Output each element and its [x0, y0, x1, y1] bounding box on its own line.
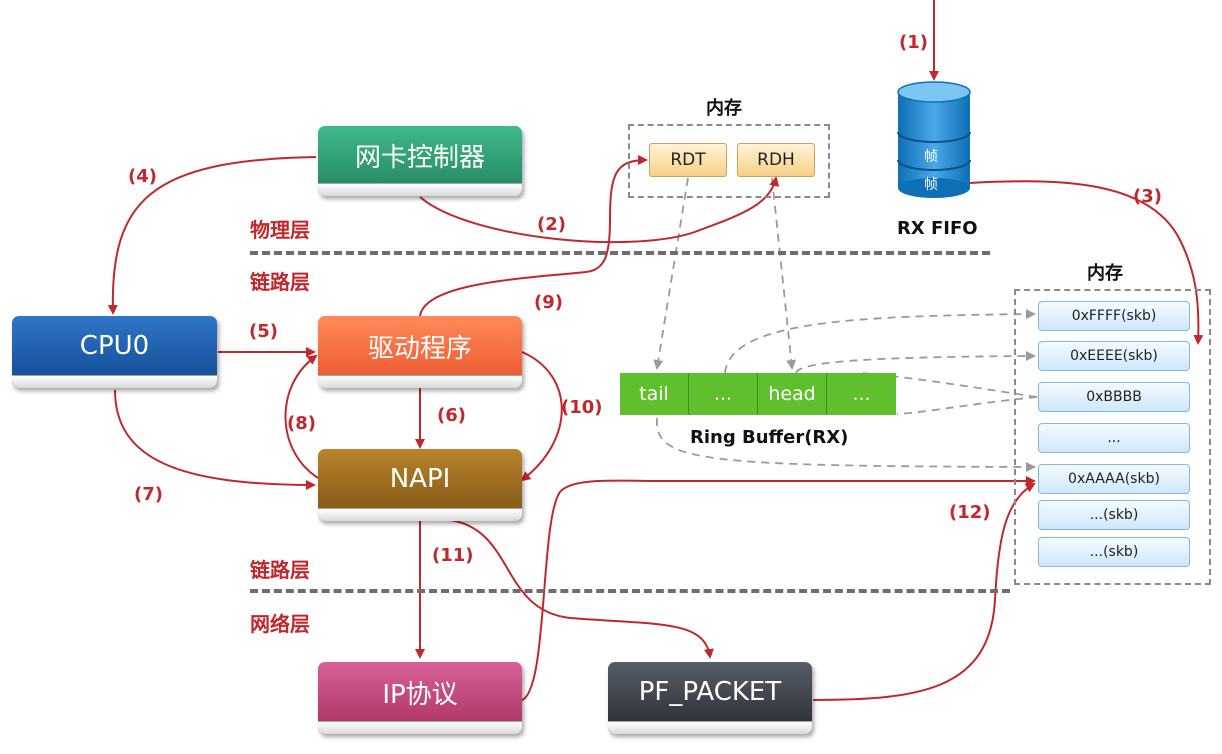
memory-slot-ffff: 0xFFFF(skb)	[1038, 301, 1190, 331]
driver-label: 驱动程序	[367, 333, 472, 364]
step-label-12: (12)	[949, 502, 991, 523]
ring-cell-gap-2: ...	[827, 373, 896, 415]
rx-fifo-label: RX FIFO	[897, 218, 978, 239]
arrow-step-10	[520, 351, 563, 482]
arrow-step-7	[114, 389, 316, 490]
memory-right-box	[1014, 289, 1211, 585]
layer-label-link-bottom: 链路层	[250, 558, 310, 582]
step-label-7: (7)	[134, 484, 163, 505]
pf-packet-node: PF_PACKET	[608, 662, 812, 734]
step-label-10: (10)	[561, 397, 603, 418]
fifo-frame-2: 帧	[924, 177, 938, 193]
step-label-8: (8)	[287, 413, 316, 434]
register-rdt: RDT	[649, 143, 727, 177]
step-label-3: (3)	[1133, 186, 1162, 207]
arrow-step-12	[812, 483, 1036, 701]
step-label-6: (6)	[437, 405, 466, 426]
step-label-5: (5)	[249, 321, 278, 342]
ring-to-ffff-pointer	[724, 309, 1036, 374]
step-label-1: (1)	[899, 32, 928, 53]
step-label-2: (2)	[537, 214, 566, 235]
memory-slot-skb-1: ...(skb)	[1038, 500, 1190, 530]
memory-top-title: 内存	[706, 98, 742, 119]
ring-cell-gap-1: ...	[689, 373, 758, 415]
register-rdh: RDH	[737, 143, 815, 177]
step-label-9: (9)	[534, 292, 563, 313]
layer-label-physical: 物理层	[250, 218, 310, 242]
arrow-step-2	[419, 176, 780, 244]
memory-right-title: 内存	[1087, 263, 1123, 284]
step-label-4: (4)	[128, 166, 157, 187]
nic-controller-node: 网卡控制器	[318, 126, 522, 196]
nic-controller-label: 网卡控制器	[354, 142, 485, 173]
tail-to-aaaa-pointer	[656, 417, 1036, 472]
layer-label-link-top: 链路层	[250, 270, 310, 294]
arrow-step-4	[107, 156, 317, 315]
ring-buffer-label: Ring Buffer(RX)	[690, 427, 849, 448]
arrow-step-3	[969, 180, 1204, 345]
ring-cell-tail: tail	[620, 373, 689, 415]
driver-node: 驱动程序	[318, 316, 522, 388]
rx-fifo-cylinder	[897, 81, 971, 198]
arrow-step-9	[419, 155, 648, 317]
physical-link-separator	[250, 251, 990, 255]
link-network-separator	[250, 589, 1010, 593]
napi-to-pf-packet-arrow	[449, 519, 714, 659]
ip-protocol-label: IP协议	[382, 679, 458, 710]
bbbb-to-ring-line-1	[859, 372, 1038, 398]
arrow-step-8	[284, 354, 319, 479]
step-label-11: (11)	[432, 545, 474, 566]
memory-slot-eeee: 0xEEEE(skb)	[1038, 341, 1190, 371]
napi-node: NAPI	[318, 449, 522, 521]
cpu0-label: CPU0	[79, 331, 150, 361]
memory-slot-aaaa: 0xAAAA(skb)	[1038, 464, 1190, 494]
rdt-to-tail-pointer	[653, 177, 689, 370]
ip-protocol-node: IP协议	[318, 662, 522, 734]
head-to-eeee-pointer	[795, 351, 1036, 374]
memory-slot-ellipsis: ...	[1038, 423, 1190, 453]
pf-packet-label: PF_PACKET	[638, 677, 782, 707]
layer-label-network: 网络层	[250, 612, 310, 636]
memory-slot-skb-2: ...(skb)	[1038, 537, 1190, 567]
fifo-frame-1: 帧	[924, 149, 938, 165]
ring-cell-head: head	[758, 373, 827, 415]
memory-top-box	[628, 124, 830, 198]
rdh-to-head-pointer	[771, 177, 797, 370]
ip-to-aaaa-arrow	[521, 476, 1036, 701]
napi-label: NAPI	[389, 464, 451, 494]
memory-slot-bbbb: 0xBBBB	[1038, 382, 1190, 412]
bbbb-to-ring-line-2	[896, 396, 1038, 415]
cpu0-node: CPU0	[12, 316, 217, 388]
